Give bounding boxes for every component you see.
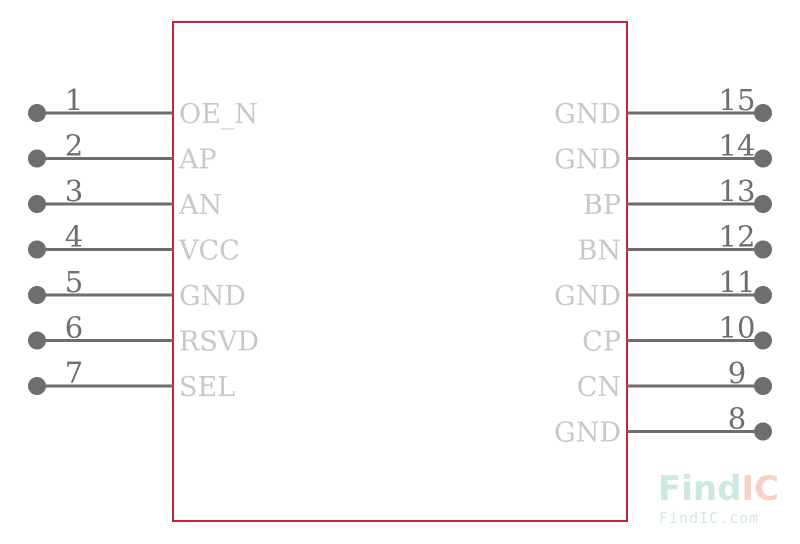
pin-endpoint: [28, 240, 46, 259]
pin-3: 3 AN: [28, 174, 222, 221]
pin-14: 14 GND: [554, 129, 772, 176]
pin-endpoint: [754, 104, 772, 122]
pin-number: 3: [65, 174, 83, 208]
watermark: FindIC FindIC.com: [658, 469, 779, 527]
pin-13: 13 BP: [583, 174, 772, 221]
pin-number: 11: [719, 265, 756, 299]
left-pin-group: 1 OE_N 2 AP 3 AN 4 VCC 5 GND 6 RSVD 7 SEL: [28, 83, 259, 403]
pin-number: 10: [719, 311, 756, 345]
pin-endpoint: [754, 377, 772, 395]
watermark-logo-ic: IC: [741, 469, 779, 509]
pin-number: 1: [65, 83, 83, 117]
pin-endpoint: [754, 422, 772, 441]
pin-15: 15 GND: [554, 83, 772, 130]
pin-number: 12: [719, 220, 756, 254]
pin-name: BP: [583, 190, 621, 221]
pin-6: 6 RSVD: [28, 311, 259, 358]
pin-number: 14: [719, 129, 756, 163]
pin-name: RSVD: [179, 327, 259, 358]
pin-endpoint: [754, 240, 772, 259]
pin-endpoint: [754, 331, 772, 350]
pin-12: 12 BN: [578, 220, 772, 267]
pin-endpoint: [754, 286, 772, 304]
pin-number: 4: [65, 220, 83, 254]
pin-number: 2: [65, 129, 83, 163]
pin-endpoint: [28, 149, 46, 168]
pin-endpoint: [28, 331, 46, 350]
pin-number: 7: [65, 356, 83, 390]
pin-1: 1 OE_N: [28, 83, 258, 130]
pin-endpoint: [28, 286, 46, 304]
pin-number: 15: [719, 83, 756, 117]
pin-name: AP: [178, 145, 217, 176]
pin-name: CP: [582, 327, 621, 358]
pin-11: 11 GND: [554, 265, 772, 312]
pin-5: 5 GND: [28, 265, 246, 312]
pin-number: 13: [719, 174, 756, 208]
pin-endpoint: [28, 104, 46, 122]
pin-name: BN: [578, 236, 621, 267]
pin-name: GND: [554, 145, 621, 176]
pin-4: 4 VCC: [28, 220, 240, 267]
pin-number: 9: [728, 356, 746, 390]
pin-endpoint: [28, 195, 46, 213]
pin-name: GND: [554, 99, 621, 130]
pin-number: 6: [65, 311, 83, 345]
pin-name: GND: [554, 281, 621, 312]
pin-number: 5: [65, 265, 83, 299]
pin-10: 10 CP: [582, 311, 772, 358]
pin-name: OE_N: [179, 99, 258, 130]
watermark-url: FindIC.com: [659, 509, 759, 527]
pin-name: GND: [179, 281, 246, 312]
pin-name: CN: [577, 372, 621, 403]
pin-endpoint: [754, 149, 772, 168]
pin-number: 8: [728, 402, 746, 436]
pin-endpoint: [754, 195, 772, 213]
pin-7: 7 SEL: [28, 356, 235, 403]
pin-name: SEL: [179, 372, 235, 403]
pin-9: 9 CN: [577, 356, 772, 403]
watermark-logo-find: Find: [658, 469, 741, 509]
pin-2: 2 AP: [28, 129, 217, 176]
pin-name: GND: [554, 418, 621, 449]
pin-name: AN: [178, 190, 222, 221]
pin-name: VCC: [178, 236, 240, 267]
pin-8: 8 GND: [554, 402, 772, 449]
pin-endpoint: [28, 377, 46, 395]
svg-text:FindIC: FindIC: [658, 469, 779, 509]
component-body: [172, 21, 628, 522]
